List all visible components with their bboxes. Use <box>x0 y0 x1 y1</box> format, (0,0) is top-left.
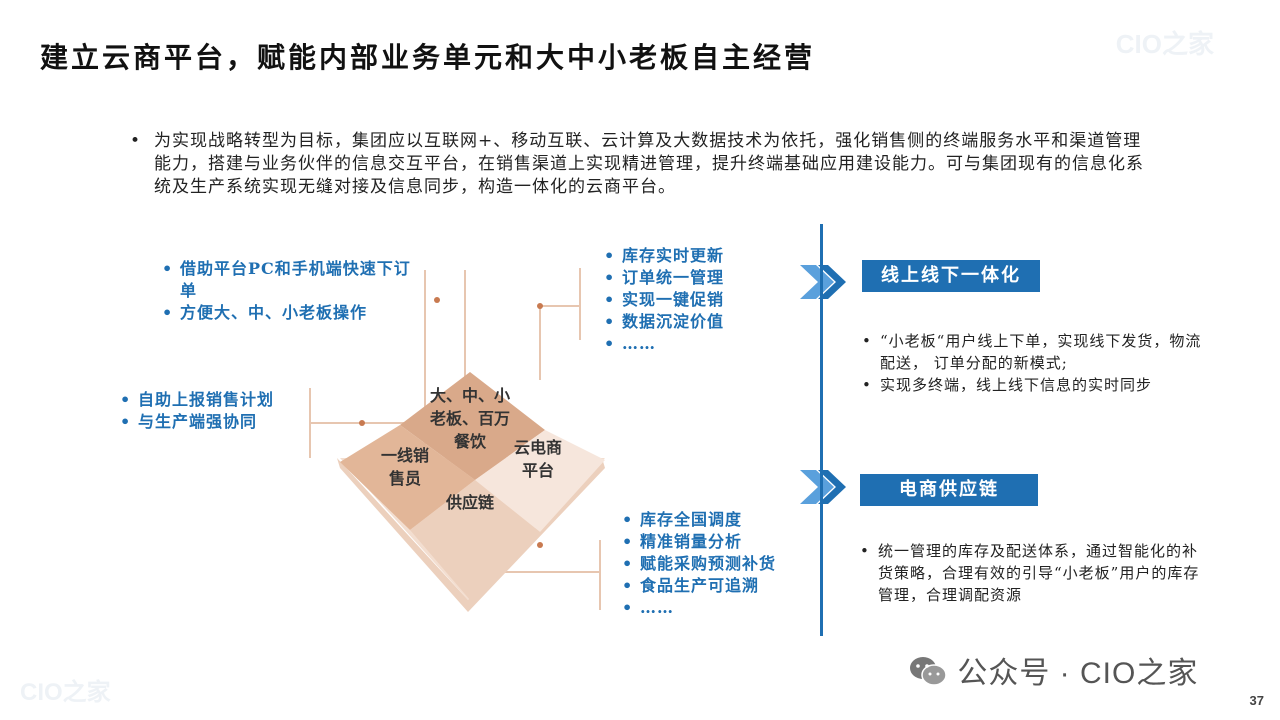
list-item: “小老板“用户线上下单，实现线下发货，物流配送， 订单分配的新模式; <box>862 330 1207 374</box>
list-item: 方便大、中、小老板操作 <box>160 302 420 324</box>
section-list-online-offline: “小老板“用户线上下单，实现线下发货，物流配送， 订单分配的新模式; 实现多终端… <box>862 330 1207 396</box>
section-list-supply-chain: 统一管理的库存及配送体系，通过智能化的补货策略，合理有效的引导“小老板”用户的库… <box>860 540 1205 606</box>
list-item: …… <box>620 597 810 619</box>
cube-label-customers: 大、中、小 老板、百万 餐饮 <box>429 386 510 451</box>
connector-dot <box>434 297 440 303</box>
connector-line <box>539 305 580 380</box>
cube-label-sales: 一线销 售员 <box>380 446 429 488</box>
list-item: 订单统一管理 <box>602 267 802 289</box>
connector-dot <box>537 542 543 548</box>
list-item: 实现多终端，线上线下信息的实时同步 <box>862 374 1207 396</box>
cube-top-tile <box>400 372 545 480</box>
list-item: 数据沉淀价值 <box>602 311 802 333</box>
footer-channel-text: 公众号 · CIO之家 <box>957 657 1199 690</box>
cube-label-ecommerce: 云电商 平台 <box>513 438 562 480</box>
page-number: 37 <box>1249 693 1264 708</box>
bottom-right-list: 库存全国调度 精准销量分析 赋能采购预测补货 食品生产可追溯 …… <box>620 509 810 619</box>
intro-paragraph: • 为实现战略转型为目标，集团应以互联网+、移动互联、云计算及大数据技术为依托，… <box>130 130 1150 199</box>
list-item: 与生产端强协同 <box>118 411 318 433</box>
section-badge-online-offline: 线上线下一体化 <box>862 260 1040 292</box>
page-title: 建立云商平台，赋能内部业务单元和大中小老板自主经营 <box>40 41 816 74</box>
list-item: 库存全国调度 <box>620 509 810 531</box>
footer-channel: 公众号 · CIO之家 <box>908 648 1198 692</box>
list-item: …… <box>602 333 802 355</box>
divider <box>820 224 823 636</box>
wechat-icon <box>908 655 948 686</box>
watermark-bottom: CIO之家 <box>20 679 111 706</box>
connector-dot <box>359 420 365 426</box>
list-item: 自助上报销售计划 <box>118 389 318 411</box>
watermark: CIO之家 <box>1115 29 1214 59</box>
list-item: 统一管理的库存及配送体系，通过智能化的补货策略，合理有效的引导“小老板”用户的库… <box>860 540 1205 606</box>
cube-label-supply-chain: 供应链 <box>445 493 494 512</box>
intro-text: 为实现战略转型为目标，集团应以互联网+、移动互联、云计算及大数据技术为依托，强化… <box>154 131 1144 197</box>
section-badge-supply-chain: 电商供应链 <box>860 474 1038 506</box>
bullet-icon: • <box>130 131 141 151</box>
mid-left-list: 自助上报销售计划 与生产端强协同 <box>118 389 318 433</box>
cube-left-tile <box>340 425 475 530</box>
cube-right-tile <box>475 430 605 532</box>
list-item: 实现一键促销 <box>602 289 802 311</box>
list-item: 食品生产可追溯 <box>620 575 810 597</box>
top-right-list: 库存实时更新 订单统一管理 实现一键促销 数据沉淀价值 …… <box>602 245 802 355</box>
connector-dot <box>537 303 543 309</box>
chevron-icon <box>800 470 834 504</box>
list-item: 借助平台PC和手机端快速下订单 <box>160 258 420 302</box>
cube-bottom-tile <box>410 480 540 600</box>
top-left-list: 借助平台PC和手机端快速下订单 方便大、中、小老板操作 <box>160 258 420 324</box>
list-item: 赋能采购预测补货 <box>620 553 810 575</box>
list-item: 精准销量分析 <box>620 531 810 553</box>
list-item: 库存实时更新 <box>602 245 802 267</box>
chevron-icon <box>800 265 834 299</box>
